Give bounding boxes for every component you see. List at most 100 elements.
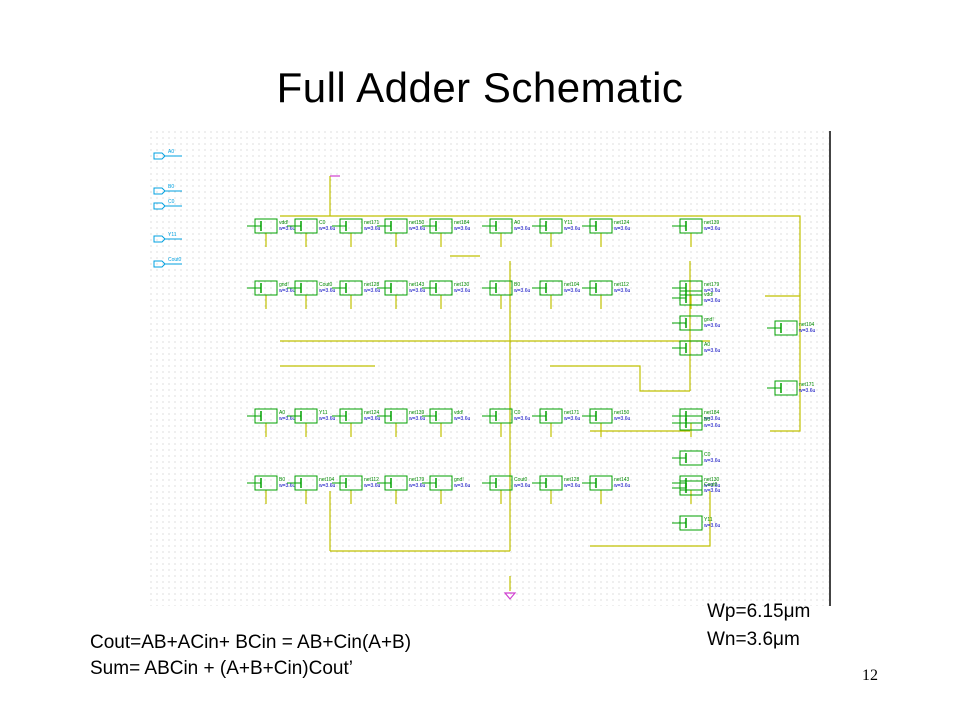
- net-label: C0: [704, 452, 711, 458]
- net-label: Cout0: [704, 482, 718, 488]
- wire-layer: [265, 175, 801, 600]
- net-label: B0: [279, 477, 285, 483]
- pin-label: Cout0: [168, 257, 182, 263]
- size-label: w=3.6u: [319, 226, 335, 232]
- slide-title: Full Adder Schematic: [276, 64, 684, 111]
- net-label: C0: [319, 220, 326, 226]
- net-label: net124: [614, 220, 630, 226]
- transistor: B0w=3.6u: [482, 280, 530, 296]
- net-label: net112: [364, 477, 379, 483]
- size-label: w=3.6u: [704, 483, 720, 489]
- size-label: w=3.6u: [614, 416, 630, 422]
- size-label: w=3.6u: [454, 288, 470, 294]
- cout-equation: Cout=AB+ACin+ BCin = AB+Cin(A+B): [90, 632, 412, 653]
- transistor: vdd!w=3.6u: [247, 218, 295, 234]
- net-label: gnd!: [454, 477, 464, 483]
- net-label: net128: [564, 477, 580, 483]
- size-label: w=3.6u: [454, 483, 470, 489]
- transistor: A0w=3.6u: [672, 340, 720, 356]
- size-label: w=3.6u: [799, 328, 815, 334]
- wire: [590, 491, 711, 547]
- transistor: vdd!w=3.6u: [422, 408, 470, 424]
- net-label: net104: [564, 282, 580, 288]
- net-label: vdd!: [454, 410, 463, 416]
- size-label: w=3.6u: [564, 483, 580, 489]
- net-label: A0: [704, 342, 710, 348]
- size-label: w=3.6u: [704, 523, 720, 529]
- net-label: net104: [319, 477, 335, 483]
- net-label: net139: [704, 220, 720, 226]
- pin: Cout0: [153, 257, 182, 268]
- transistor: B0w=3.6u: [247, 475, 295, 491]
- net-label: net139: [409, 410, 425, 416]
- net-label: B0: [704, 417, 710, 423]
- page-number: 12: [862, 667, 878, 684]
- gnd-symbol: [503, 592, 517, 600]
- transistor: B0w=3.6u: [672, 415, 720, 431]
- net-label: net179: [409, 477, 425, 483]
- size-label: w=3.6u: [514, 226, 530, 232]
- net-label: net171: [364, 220, 380, 226]
- size-label: w=3.6u: [279, 226, 295, 232]
- size-label: w=3.6u: [279, 483, 295, 489]
- size-label: w=3.6u: [614, 226, 630, 232]
- transistor: C0w=3.6u: [672, 450, 720, 466]
- net-label: Y11: [319, 410, 328, 416]
- size-label: w=3.6u: [704, 348, 720, 354]
- nmos-width: Wn=3.6μm: [707, 629, 800, 650]
- size-label: w=3.6u: [409, 416, 425, 422]
- size-label: w=3.6u: [279, 416, 295, 422]
- transistor: vdd!w=3.6u: [672, 290, 720, 306]
- size-label: w=3.6u: [704, 298, 720, 304]
- net-label: net184: [454, 220, 470, 226]
- pin-label: A0: [168, 149, 174, 155]
- wire: [550, 365, 690, 392]
- pin-label: B0: [168, 184, 174, 190]
- size-label: w=3.6u: [319, 416, 335, 422]
- net-label: net128: [364, 282, 380, 288]
- net-label: net143: [614, 477, 630, 483]
- net-label: Cout0: [319, 282, 333, 288]
- net-label: vdd!: [279, 220, 288, 226]
- pin: A0: [153, 149, 182, 160]
- size-label: w=3.6u: [409, 288, 425, 294]
- net-label: net130: [454, 282, 470, 288]
- net-label: net112: [614, 282, 629, 288]
- size-label: w=3.6u: [704, 226, 720, 232]
- size-label: w=3.6u: [409, 483, 425, 489]
- size-label: w=3.6u: [364, 416, 380, 422]
- pin-label: C0: [168, 199, 175, 205]
- net-label: gnd!: [279, 282, 289, 288]
- size-label: w=3.6u: [704, 458, 720, 464]
- size-label: w=3.6u: [614, 288, 630, 294]
- net-label: net124: [364, 410, 380, 416]
- net-label: A0: [279, 410, 285, 416]
- pin: B0: [153, 184, 182, 195]
- size-label: w=3.6u: [514, 288, 530, 294]
- size-label: w=3.6u: [364, 483, 380, 489]
- size-label: w=3.6u: [704, 423, 720, 429]
- size-label: w=3.6u: [564, 416, 580, 422]
